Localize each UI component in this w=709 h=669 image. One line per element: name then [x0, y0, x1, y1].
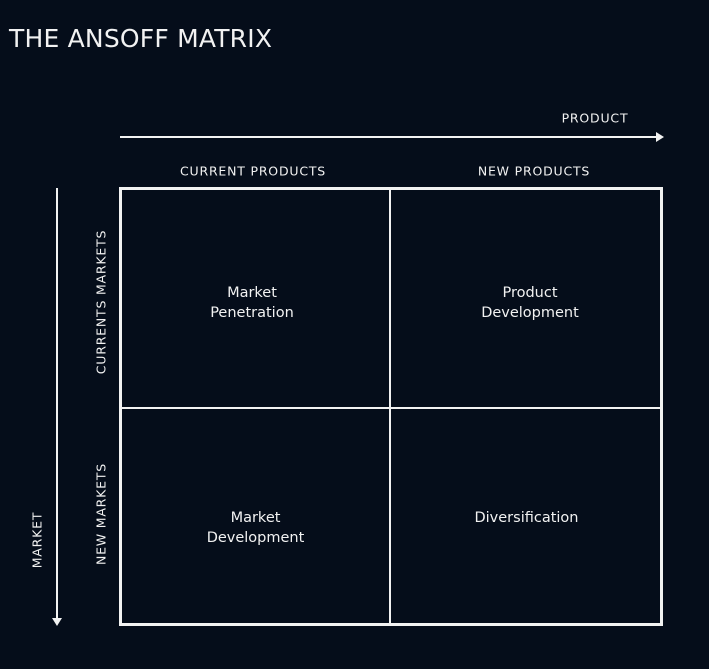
cell-diversification: Diversification — [391, 409, 662, 627]
market-axis-arrow — [56, 188, 58, 618]
product-axis-arrow — [120, 136, 656, 138]
product-axis-label: PRODUCT — [561, 110, 629, 126]
horizontal-divider — [122, 407, 660, 409]
cell-text-line: Development — [206, 530, 305, 546]
market-axis-label: MARKET — [29, 511, 45, 569]
arrow-down-icon — [52, 618, 62, 626]
cell-text-line: Market — [230, 510, 281, 526]
row-header-new-markets: NEW MARKETS — [93, 462, 109, 566]
row-header-current-markets: CURRENTS MARKETS — [93, 229, 109, 375]
cell-text-line: Development — [481, 305, 579, 321]
vertical-divider — [389, 190, 391, 623]
page-title: THE ANSOFF MATRIX — [9, 24, 273, 53]
cell-text-line: Diversification — [474, 510, 579, 526]
cell-text-line: Penetration — [210, 305, 294, 321]
cell-text-line: Product — [502, 285, 558, 301]
arrow-right-icon — [656, 132, 664, 142]
cell-text-line: Market — [227, 285, 277, 301]
column-header-current-products: CURRENT PRODUCTS — [179, 163, 327, 179]
column-header-new-products: NEW PRODUCTS — [477, 163, 591, 179]
